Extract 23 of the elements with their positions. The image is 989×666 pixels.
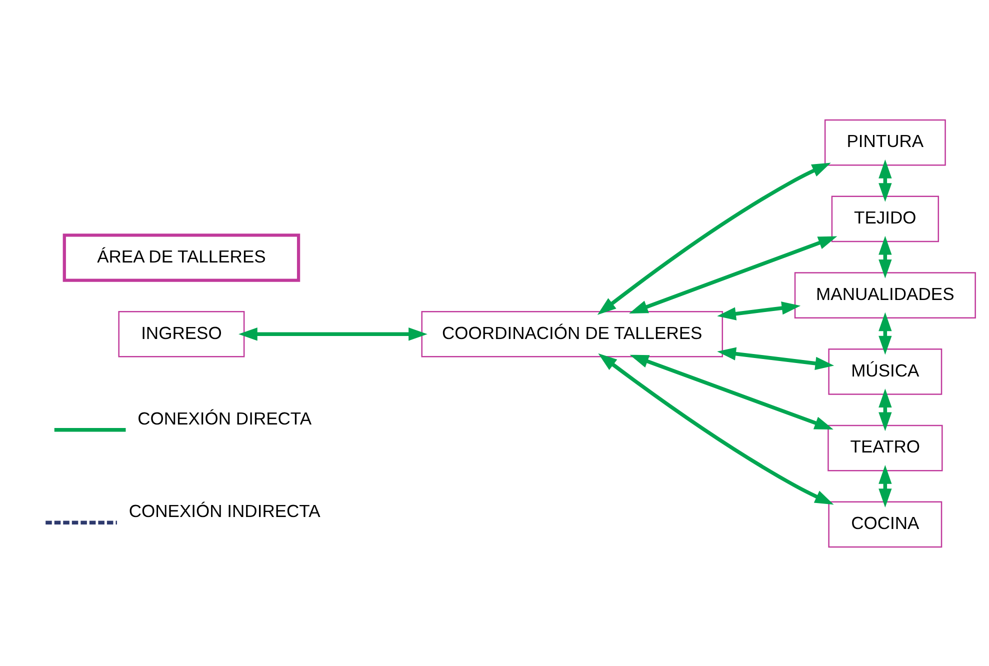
node-box: COORDINACIÓN DE TALLERES [421,310,724,357]
node-box: ÁREA DE TALLERES [62,233,300,282]
node-box: MANUALIDADES [794,272,976,318]
arrow [238,327,428,340]
node-box: COCINA [828,500,942,548]
node-box: TEATRO [828,424,943,471]
legend-label: CONEXIÓN INDIRECTA [128,500,320,521]
arrow [878,159,892,202]
arrow [717,346,834,370]
arrow [630,354,834,430]
arrow [629,236,838,313]
node-box: MÚSICA [828,348,942,394]
arrow [598,352,834,504]
arrow [878,312,892,354]
node-box: PINTURA [824,118,946,166]
arrow [597,162,831,314]
arrow [878,235,892,278]
arrow [878,388,892,431]
arrow [878,464,892,507]
node-box: TEJIDO [831,195,939,242]
legend-label: CONEXIÓN DIRECTA [138,408,312,428]
arrow [717,301,801,320]
node-box: INGRESO [118,310,245,357]
